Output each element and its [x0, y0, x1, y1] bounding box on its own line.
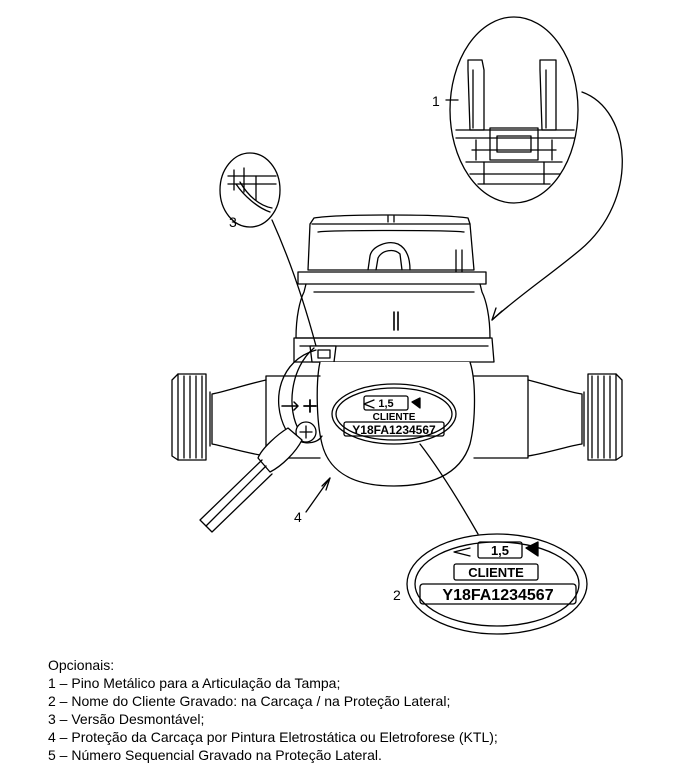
- detail-2-client-plate: [406, 533, 588, 635]
- detail-plate-serial: Y18FA1234567: [442, 587, 553, 604]
- legend-item-2: 2 – Nome do Cliente Gravado: na Carcaça …: [48, 693, 451, 709]
- detail-1-leader: [491, 91, 623, 321]
- detail-plate-class: 1,5: [491, 543, 509, 558]
- detail-3-removable: [219, 152, 281, 228]
- detail-3-leader: [271, 219, 317, 347]
- water-meter-diagram: 1,5 CLIENTE Y18FA1234567 1,5 CLIENTE Y18…: [171, 16, 623, 635]
- legend-item-5: 5 – Número Sequencial Gravado na Proteçã…: [48, 747, 382, 763]
- callout-3: 3: [229, 214, 237, 230]
- body-plate-class: 1,5: [378, 398, 393, 410]
- legend-item-4: 4 – Proteção da Carcaça por Pintura Elet…: [48, 729, 498, 745]
- callout-1: 1: [432, 93, 440, 109]
- detail-plate-client: CLIENTE: [468, 565, 524, 580]
- detail-2-leader: [419, 443, 479, 535]
- body-plate-client: CLIENTE: [373, 412, 416, 423]
- body-plate-serial: Y18FA1234567: [352, 423, 436, 437]
- legend-title: Opcionais:: [48, 657, 115, 673]
- meter-body: [171, 214, 623, 533]
- legend-item-3: 3 – Versão Desmontável;: [48, 711, 205, 727]
- detail-1-hinge-pin: [449, 16, 579, 204]
- detail-4-leader: [305, 477, 331, 513]
- callout-4: 4: [294, 509, 302, 525]
- options-legend: Opcionais: 1 – Pino Metálico para a Arti…: [48, 656, 668, 764]
- legend-item-1: 1 – Pino Metálico para a Articulação da …: [48, 675, 341, 691]
- callout-2: 2: [393, 587, 401, 603]
